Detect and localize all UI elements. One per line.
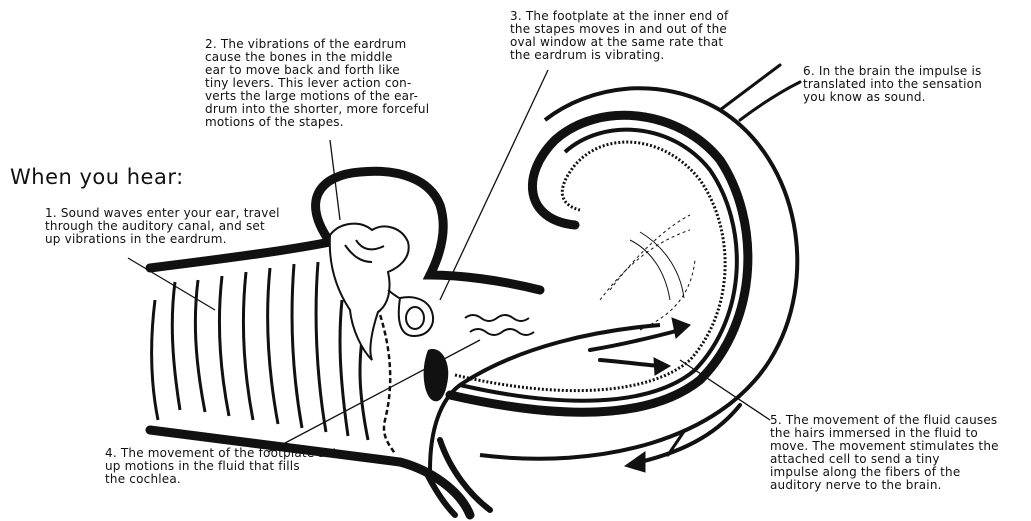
step-1-text: 1. Sound waves enter your ear, travel th… [45, 207, 280, 246]
ossicles [330, 224, 433, 360]
step-5-text: 5. The movement of the fluid causes the … [770, 414, 999, 492]
step-2-text: 2. The vibrations of the eardrum cause t… [205, 38, 429, 129]
fluid-waves [465, 315, 534, 335]
diagram-title: When you hear: [10, 165, 184, 189]
step-3-text: 3. The footplate at the inner end of the… [510, 10, 728, 62]
step-4-text: 4. The movement of the footplate sets up… [105, 447, 344, 486]
round-window [424, 349, 449, 401]
eardrum [375, 300, 395, 455]
auditory-nerve [720, 65, 800, 120]
step-6-text: 6. In the brain the impulse is translate… [803, 65, 982, 104]
